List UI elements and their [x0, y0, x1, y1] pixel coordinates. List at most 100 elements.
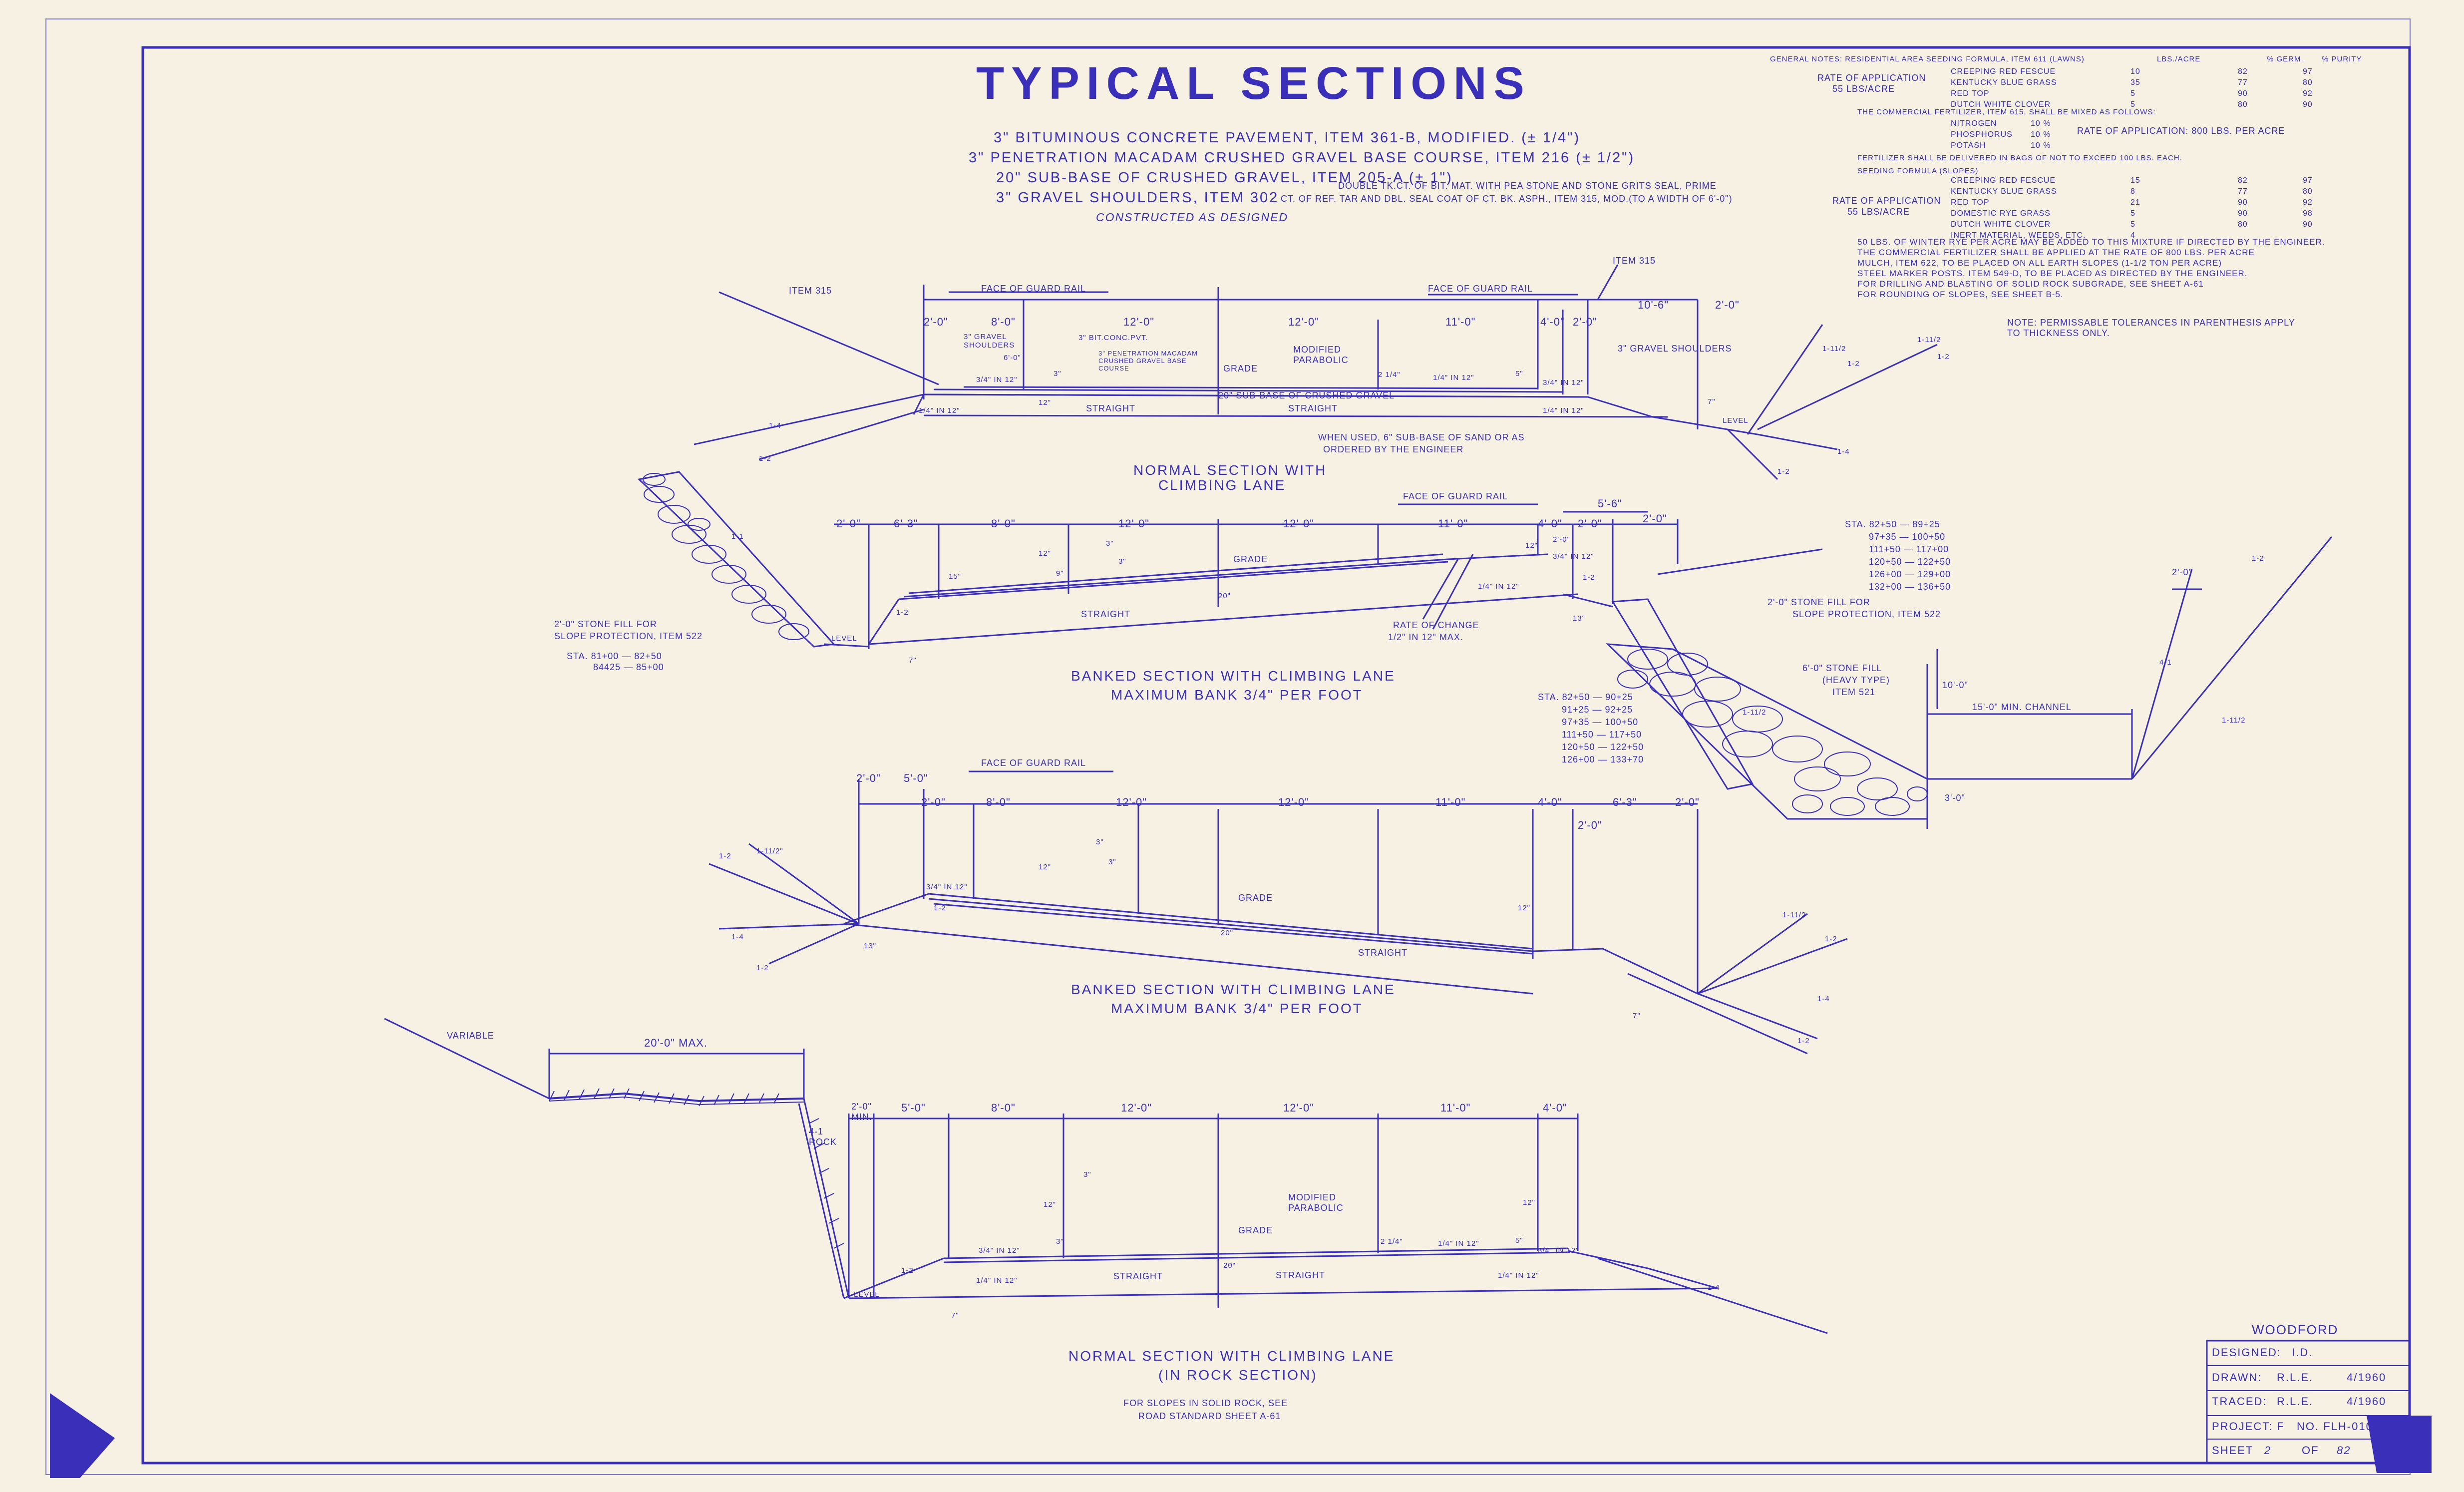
- s2-dim-3: 8'-0": [991, 517, 1016, 530]
- spec-line-2: 3" PENETRATION MACADAM CRUSHED GRAVEL BA…: [969, 150, 1635, 166]
- slopes-header: SEEDING FORMULA (SLOPES): [1857, 167, 1979, 175]
- s2-sta-left-2: 84425 — 85+00: [593, 662, 664, 672]
- s1-dim-8: 10'-6": [1638, 299, 1669, 311]
- fertilizer-rate: RATE OF APPLICATION: 800 LBS. PER ACRE: [2077, 126, 2285, 136]
- s1-slope-r4: 1-2: [1937, 353, 1950, 361]
- tb-project-value: NO. FLH-010-1(1): [2297, 1420, 2402, 1433]
- s2-level: LEVEL: [831, 634, 857, 643]
- tb-traced-value: R.L.E.: [2277, 1395, 2314, 1408]
- s1-parabolic: MODIFIED PARABOLIC: [1293, 345, 1349, 365]
- s4-parabolic: MODIFIED PARABOLIC: [1288, 1192, 1344, 1213]
- s1-straight-right: STRAIGHT: [1288, 403, 1338, 413]
- s1-when-used: WHEN USED, 6" SUB-BASE OF SAND OR AS: [1318, 432, 1525, 442]
- s3-twelve-b: 12": [1518, 904, 1531, 912]
- s4-seven: 7": [951, 1311, 959, 1320]
- s4-dim-5: 11'-0": [1440, 1102, 1471, 1114]
- s2-slope-14: 1/4" IN 12": [1478, 582, 1519, 591]
- s1-dim-1: 2'-0": [924, 316, 948, 328]
- channel-three: 3'-0": [1945, 793, 1965, 803]
- channel-slope-41: 4-1: [2159, 658, 2172, 667]
- s3-dim-3: 2'-0": [921, 796, 946, 808]
- s3-caption-1: BANKED SECTION WITH CLIMBING LANE: [1071, 982, 1396, 997]
- s3-slope-r3: 1-4: [1817, 995, 1830, 1003]
- guard-rail-right: FACE OF GUARD RAIL: [1428, 284, 1533, 294]
- s2-caption-2: MAXIMUM BANK 3/4" PER FOOT: [1111, 687, 1363, 703]
- s3-slope-r4: 1-2: [1797, 1037, 1810, 1045]
- s1-slope-34-right: 3/4" IN 12": [1543, 378, 1584, 387]
- s1-caption-1: NORMAL SECTION WITH: [1133, 462, 1327, 478]
- tb-drawn-label: DRAWN:: [2212, 1371, 2262, 1384]
- notes-header: GENERAL NOTES: RESIDENTIAL AREA SEEDING …: [1770, 55, 2085, 63]
- s2-dim-9: 5'-6": [1598, 497, 1622, 510]
- channel-sta: STA. 82+50 — 90+25 91+25 — 92+25 97+35 —…: [1538, 692, 1644, 764]
- s2-guard-rail: FACE OF GUARD RAIL: [1403, 491, 1508, 501]
- s1-five: 5": [1515, 370, 1523, 378]
- s1-slope-1-4: 1-4: [769, 421, 781, 430]
- s4-dim-4: 12'-0": [1283, 1102, 1315, 1114]
- s1-dim-4: 12'-0": [1288, 316, 1320, 328]
- s4-straight-left: STRAIGHT: [1113, 1271, 1163, 1281]
- s1-twelve: 12": [1039, 398, 1052, 407]
- s1-shoulders-right: 3" GRAVEL SHOULDERS: [1618, 344, 1732, 354]
- s1-ordered: ORDERED BY THE ENGINEER: [1323, 444, 1464, 454]
- s2-dim-5: 12'-0": [1283, 517, 1315, 530]
- s2-twelve: 12": [1039, 549, 1052, 558]
- s4-slope-14: 1/4" IN 12": [1438, 1239, 1479, 1248]
- tb-sheet-no: 2: [2264, 1444, 2272, 1457]
- s4-twenty: 20": [1223, 1261, 1236, 1270]
- s4-rock: 4-1 ROCK: [809, 1126, 837, 1147]
- s3-slope-12: 1-2: [934, 904, 946, 912]
- s1-slope-14: 1/4" IN 12": [1433, 373, 1474, 382]
- s2-dim-6: 11'-0": [1438, 517, 1468, 530]
- s1-slope-r3: 1-11/2: [1917, 336, 1941, 344]
- fertilizer-line: THE COMMERCIAL FERTILIZER, ITEM 615, SHA…: [1857, 108, 2156, 116]
- s3-dim-6: 12'-0": [1278, 796, 1310, 808]
- s2-caption-1: BANKED SECTION WITH CLIMBING LANE: [1071, 668, 1396, 684]
- tb-drawn-value: R.L.E.: [2277, 1371, 2314, 1384]
- s4-dim-3: 12'-0": [1121, 1102, 1152, 1114]
- s2-dim-8: 2'-0": [1578, 517, 1602, 530]
- s2-stone-left-1: 2'-0" STONE FILL FOR: [554, 619, 657, 629]
- s3-slope-l4: 1-2: [756, 964, 769, 972]
- s2-slope-34: 3/4" IN 12": [1553, 552, 1594, 561]
- s4-slope-34-right: 3/4" IN 12": [1538, 1246, 1579, 1255]
- s2-nine: 9": [1056, 569, 1064, 578]
- s3-slope-r1: 1-11/2: [1782, 911, 1806, 919]
- s2-thirteen: 13": [1573, 614, 1586, 623]
- s3-dim-4: 8'-0": [986, 796, 1011, 808]
- s1-slope-1-2: 1-2: [759, 454, 771, 463]
- s1-shoulders-left: 3" GRAVEL SHOULDERS: [964, 333, 1015, 350]
- s2-grade: GRADE: [1233, 554, 1268, 564]
- s4-max: 20'-0" MAX.: [644, 1037, 707, 1049]
- channel-min: 15'-0" MIN. CHANNEL: [1972, 702, 2072, 712]
- s1-grade: GRADE: [1223, 364, 1258, 373]
- rate-value: 55 LBS/ACRE: [1832, 84, 1895, 94]
- s2-rate-1: RATE OF CHANGE: [1393, 620, 1479, 630]
- county-name: WOODFORD: [2252, 1322, 2339, 1337]
- s3-slope-l1: 1-2: [719, 852, 731, 860]
- s4-slope-14-right: 1/4" IN 12": [1498, 1271, 1539, 1280]
- s1-slope-r2: 1-2: [1847, 360, 1860, 368]
- section-4-drawing: [384, 1018, 1828, 1334]
- s1-caption-2: CLIMBING LANE: [1158, 477, 1286, 493]
- s2-stone-right-2: SLOPE PROTECTION, ITEM 522: [1792, 609, 1941, 619]
- s4-level: LEVEL: [854, 1290, 880, 1299]
- s4-variable: VARIABLE: [447, 1031, 494, 1041]
- s4-twelve-b: 12": [1523, 1198, 1536, 1207]
- s2-rate-2: 1/2" IN 12" MAX.: [1388, 632, 1463, 642]
- s4-caption-1: NORMAL SECTION WITH CLIMBING LANE: [1068, 1348, 1395, 1364]
- channel-slope-l: 1-11/2: [1743, 708, 1766, 717]
- s3-dim-11: 2'-0": [1578, 819, 1602, 831]
- notes-footer: 50 LBS. OF WINTER RYE PER ACRE MAY BE AD…: [1857, 237, 2325, 299]
- s3-guard-rail: FACE OF GUARD RAIL: [981, 758, 1086, 768]
- s4-three-b: 3": [1083, 1170, 1091, 1179]
- s2-slope-r: 1-2: [1583, 573, 1595, 582]
- s4-five: 5": [1515, 1236, 1523, 1245]
- item315-left: ITEM 315: [789, 286, 832, 296]
- tb-designed-label: DESIGNED:: [2212, 1346, 2282, 1359]
- bags-line: FERTILIZER SHALL BE DELIVERED IN BAGS OF…: [1857, 154, 2182, 162]
